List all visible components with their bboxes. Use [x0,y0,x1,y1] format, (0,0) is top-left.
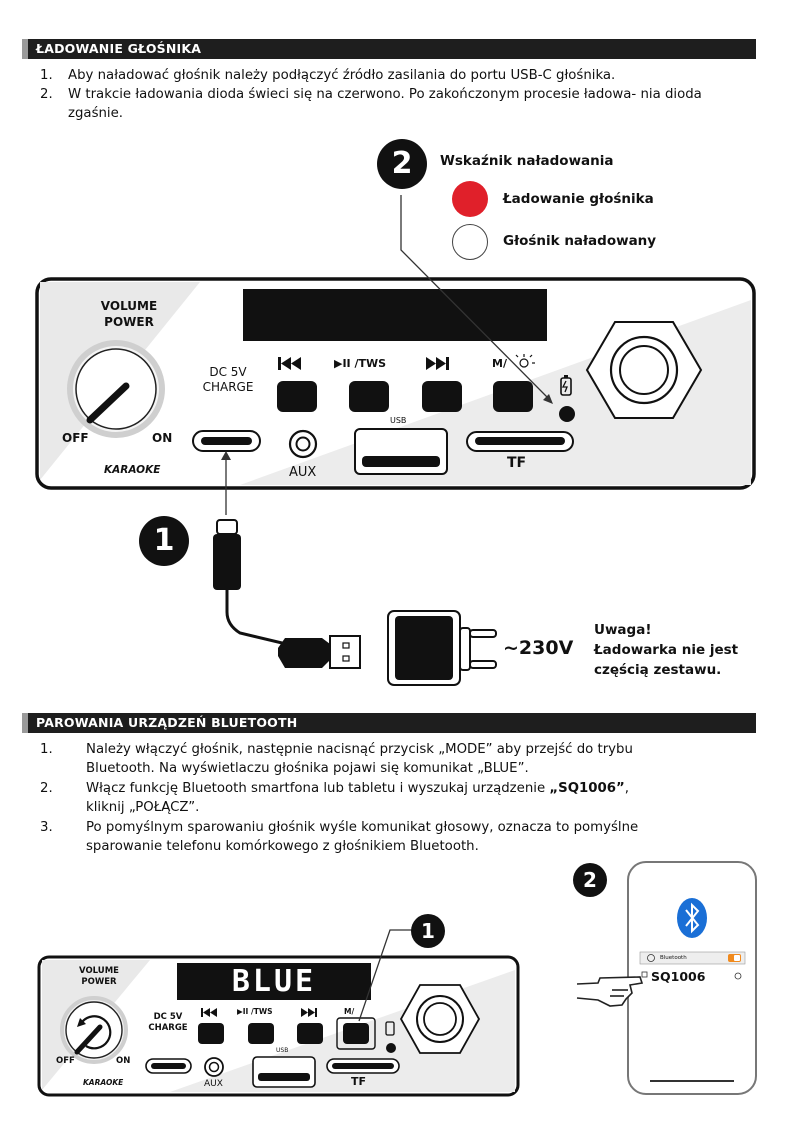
list-item: 2. W trakcie ładowania dioda świeci się … [40,85,760,125]
speaker-panel-diagram [35,195,756,686]
karaoke-label: KARAOKE [83,1078,124,1087]
pointing-hand-icon [576,976,644,1007]
tf-label: TF [507,455,527,471]
aux-label: AUX [289,465,317,480]
note-line: Ładowarka nie jest [594,642,739,658]
power-label: POWER [104,315,154,329]
list-text: Po pomyślnym sparowaniu głośnik wyśle ko… [86,820,639,835]
previous-track-icon [201,1008,217,1017]
charged-label: Głośnik naładowany [503,233,657,249]
on-label: ON [116,1056,131,1066]
play-tws-label: ▶II /TWS [237,1007,273,1016]
volume-power-label: VOLUME POWER [76,966,122,988]
list-number: 1. [40,742,53,757]
charger-note: Uwaga! Ładowarka nie jest częścią zestaw… [594,620,738,680]
mode-label: M/ [492,357,507,370]
list-item: 3. Po pomyślnym sparowaniu głośnik wyśle… [40,818,770,857]
off-label: OFF [56,1056,75,1066]
list-number: 3. [40,820,53,835]
device-list-item-sq1006[interactable]: SQ1006 [651,969,706,984]
list-text-part: , [624,781,629,796]
aux-label: AUX [204,1079,223,1089]
play-tws-label: ▶II /TWS [334,357,387,370]
note-line: częścią zestawu. [594,662,722,678]
voltage-label: ~230V [503,637,574,659]
next-track-icon [301,1008,317,1017]
indicator-title: Wskaźnik naładowania [440,153,614,169]
red-led-icon [452,181,488,217]
device-name-bold: „SQ1006” [549,781,625,796]
list-number: 2. [40,781,53,796]
bluetooth-steps: 1. Należy włączyć głośnik, następnie nac… [40,740,770,857]
next-track-icon [426,357,449,370]
step-badge-2: 2 [377,139,427,189]
light-icon [515,354,535,368]
dc-label: DC 5V [153,1012,183,1022]
charge-label: CHARGE [148,1023,188,1033]
dc-label: DC 5V [209,365,247,379]
list-text: Aby naładować głośnik należy podłączyć ź… [68,68,616,83]
off-label: OFF [62,431,89,445]
previous-track-icon [278,357,301,370]
mode-label: M/ [344,1007,355,1016]
usb-label: USB [390,416,407,425]
list-number: 2. [40,87,53,102]
tf-label: TF [351,1075,367,1088]
list-item: 1. Należy włączyć głośnik, następnie nac… [40,740,770,779]
list-item: 2. Włącz funkcję Bluetooth smartfona lub… [40,779,770,818]
on-label: ON [152,431,173,445]
list-text: Należy włączyć głośnik, następnie nacisn… [86,742,633,757]
list-text: kliknij „POŁĄCZ”. [86,800,200,815]
list-item: 1. Aby naładować głośnik należy podłączy… [40,66,760,85]
note-title: Uwaga! [594,622,652,638]
step-badge-1: 1 [139,516,189,566]
volume-label: VOLUME [79,966,119,976]
list-text: sparowanie telefonu komórkowego z głośni… [86,839,479,854]
battery-icon [560,375,572,396]
wall-charger-icon [387,610,497,686]
volume-power-label: VOLUME POWER [98,298,160,330]
charging-steps: 1. Aby naładować głośnik należy podłączy… [40,66,760,125]
power-label: POWER [81,977,117,987]
charge-label: CHARGE [202,380,254,394]
off-led-icon [452,224,488,260]
karaoke-label: KARAOKE [104,464,161,476]
volume-label: VOLUME [100,299,158,313]
section-header-charging: ŁADOWANIE GŁOŚNIKA [22,39,756,59]
list-text: W trakcie ładowania dioda świeci się na … [68,87,702,121]
step-badge-2: 2 [573,863,607,897]
bluetooth-panel-diagram [37,861,757,1097]
dc-charge-label: DC 5V CHARGE [196,365,260,395]
step-badge-1: 1 [411,914,445,948]
lcd-display-text: BLUE [231,964,317,999]
bluetooth-row-label: Bluetooth [660,955,687,961]
section-header-bluetooth: PAROWANIA URZĄDZEŃ BLUETOOTH [22,713,756,733]
list-text-part: Włącz funkcję Bluetooth smartfona lub ta… [86,781,550,796]
usb-label: USB [276,1047,289,1054]
charging-label: Ładowanie głośnika [503,191,654,207]
dc-charge-label: DC 5V CHARGE [146,1012,190,1034]
list-text: Bluetooth. Na wyświetlaczu głośnika poja… [86,761,529,776]
list-number: 1. [40,68,53,83]
list-text: Włącz funkcję Bluetooth smartfona lub ta… [86,779,629,798]
charge-led [559,406,575,422]
bluetooth-icon [677,898,707,938]
